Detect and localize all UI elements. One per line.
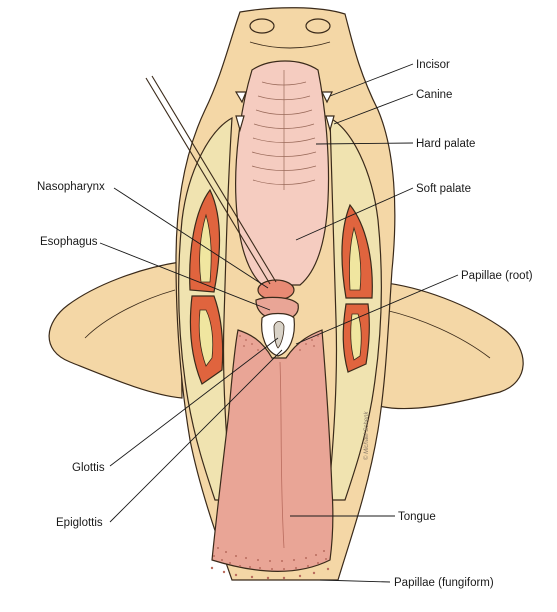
leader-esophagus — [99, 242, 271, 311]
palate — [235, 60, 330, 286]
left-ear-fold — [84, 289, 176, 339]
canine-left — [235, 115, 245, 133]
right-ear-fold — [384, 309, 491, 359]
leader-lines — [99, 63, 459, 583]
labels: Incisor Canine Hard palate Soft palate N… — [37, 59, 533, 589]
label-soft-palate: Soft palate — [416, 183, 471, 195]
label-hard-palate: Hard palate — [416, 138, 475, 150]
left-fat-upper — [199, 213, 212, 283]
leader-papillae-fungiform — [319, 579, 391, 583]
probe-rod-1 — [145, 77, 271, 285]
tongue-groove — [279, 361, 285, 549]
leader-nasopharynx — [113, 187, 269, 289]
fungiform-papillae — [210, 547, 330, 580]
leader-canine — [333, 93, 414, 125]
glottis-slit — [273, 321, 285, 349]
label-papillae-fungiform: Papillae (fungiform) — [394, 577, 494, 589]
leader-soft-palate — [295, 187, 414, 241]
right-fat-upper — [349, 226, 362, 291]
canine-right — [325, 115, 335, 133]
label-epiglottis: Epiglottis — [56, 517, 103, 529]
head-illustration — [48, 7, 524, 581]
right-ear-flap — [374, 281, 524, 410]
label-papillae-root: Papillae (root) — [461, 270, 533, 282]
left-fat-lower — [198, 309, 214, 367]
probe-rod-2 — [151, 75, 277, 283]
snout-crease — [249, 41, 331, 49]
label-incisor: Incisor — [416, 59, 450, 71]
label-tongue: Tongue — [398, 511, 436, 523]
left-nostril — [249, 18, 275, 34]
root-papillae — [239, 335, 319, 351]
leader-papillae-root — [295, 274, 459, 345]
artist-signature: © Michael Schenk — [363, 411, 370, 460]
label-nasopharynx: Nasopharynx — [37, 181, 105, 193]
leader-epiglottis — [109, 349, 283, 523]
left-ear-flap — [48, 261, 183, 399]
label-esophagus: Esophagus — [40, 236, 98, 248]
label-glottis: Glottis — [72, 462, 105, 474]
label-canine: Canine — [416, 89, 452, 101]
leader-hard-palate — [315, 142, 414, 145]
palatal-ridges — [251, 70, 317, 190]
leader-incisor — [329, 63, 414, 97]
incisor-right — [321, 91, 333, 104]
leader-glottis — [109, 337, 279, 467]
incisor-left — [234, 91, 247, 104]
right-nostril — [305, 18, 331, 34]
right-fat-lower — [350, 313, 362, 361]
